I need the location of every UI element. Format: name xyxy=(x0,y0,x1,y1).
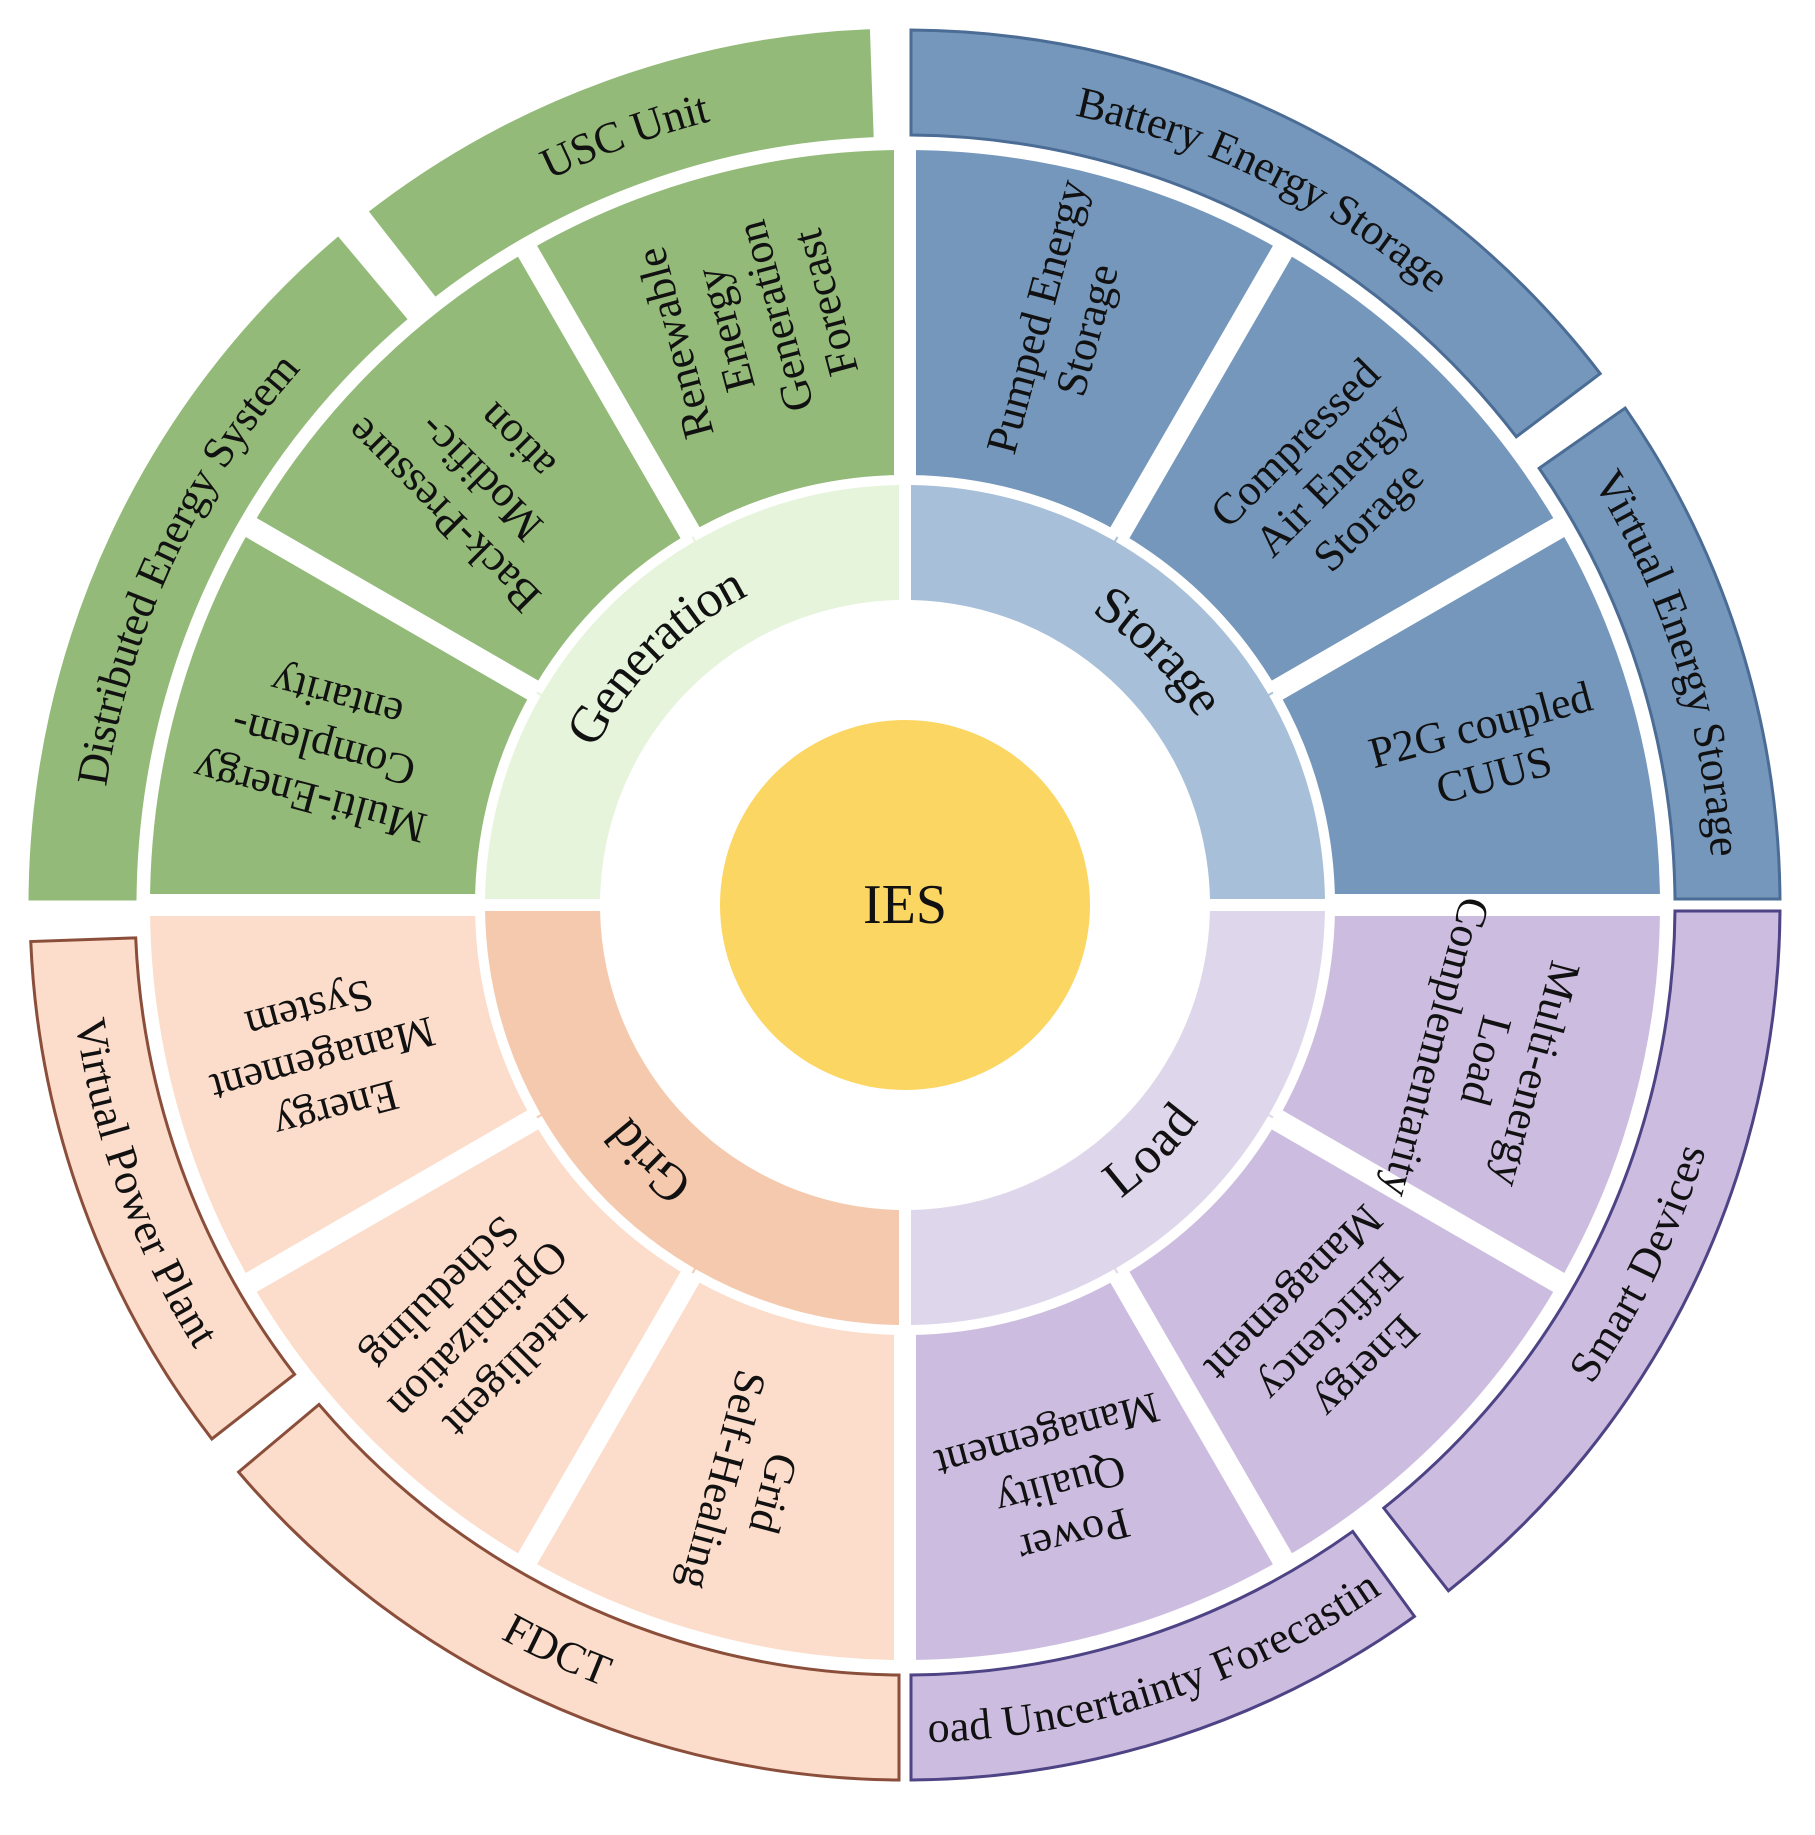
middle-wedge-load-0 xyxy=(906,1269,1287,1671)
center-label: IES xyxy=(863,874,947,936)
middle-wedge-generation-0 xyxy=(523,139,904,541)
middle-wedge-generation-1 xyxy=(242,242,695,695)
middle-label-generation-0: RenewableEnergyGenerationForecast xyxy=(626,202,874,444)
middle-wedge-load-2 xyxy=(1269,906,1671,1287)
middle-wedge-storage-1 xyxy=(1115,242,1568,695)
middle-wedge-storage-2 xyxy=(906,139,1287,541)
outer-block-grid-0 xyxy=(236,1402,901,1782)
quadrant-generation: RenewableEnergyGenerationForecastBack-Pr… xyxy=(28,29,904,904)
quadrant-grid: EnergyManagementSystemIntelligentOptimiz… xyxy=(29,906,904,1782)
inner-band-grid xyxy=(480,910,900,1330)
outer-block-storage-0 xyxy=(909,28,1603,439)
middle-wedge-grid-2 xyxy=(523,1269,904,1671)
inner-band-generation xyxy=(480,480,900,900)
inner-band-load xyxy=(910,910,1330,1330)
outer-block-grid-1 xyxy=(29,936,297,1442)
middle-wedge-grid-0 xyxy=(139,906,541,1287)
outer-block-load-1 xyxy=(909,1529,1417,1782)
outer-block-storage-1 xyxy=(1537,405,1782,901)
center-circle xyxy=(720,720,1090,1090)
middle-wedge-storage-0 xyxy=(1269,523,1671,904)
outer-block-load-0 xyxy=(1381,909,1782,1593)
middle-wedge-grid-1 xyxy=(242,1115,695,1568)
inner-band-storage xyxy=(910,480,1330,900)
middle-wedge-load-1 xyxy=(1115,1115,1568,1568)
outer-block-generation-1 xyxy=(368,29,874,297)
middle-wedge-generation-2 xyxy=(139,523,541,904)
center-hub: IES xyxy=(720,720,1090,1090)
outer-block-generation-0 xyxy=(28,236,408,901)
middle-label-load-0: PowerQualityManagement xyxy=(930,1383,1191,1590)
